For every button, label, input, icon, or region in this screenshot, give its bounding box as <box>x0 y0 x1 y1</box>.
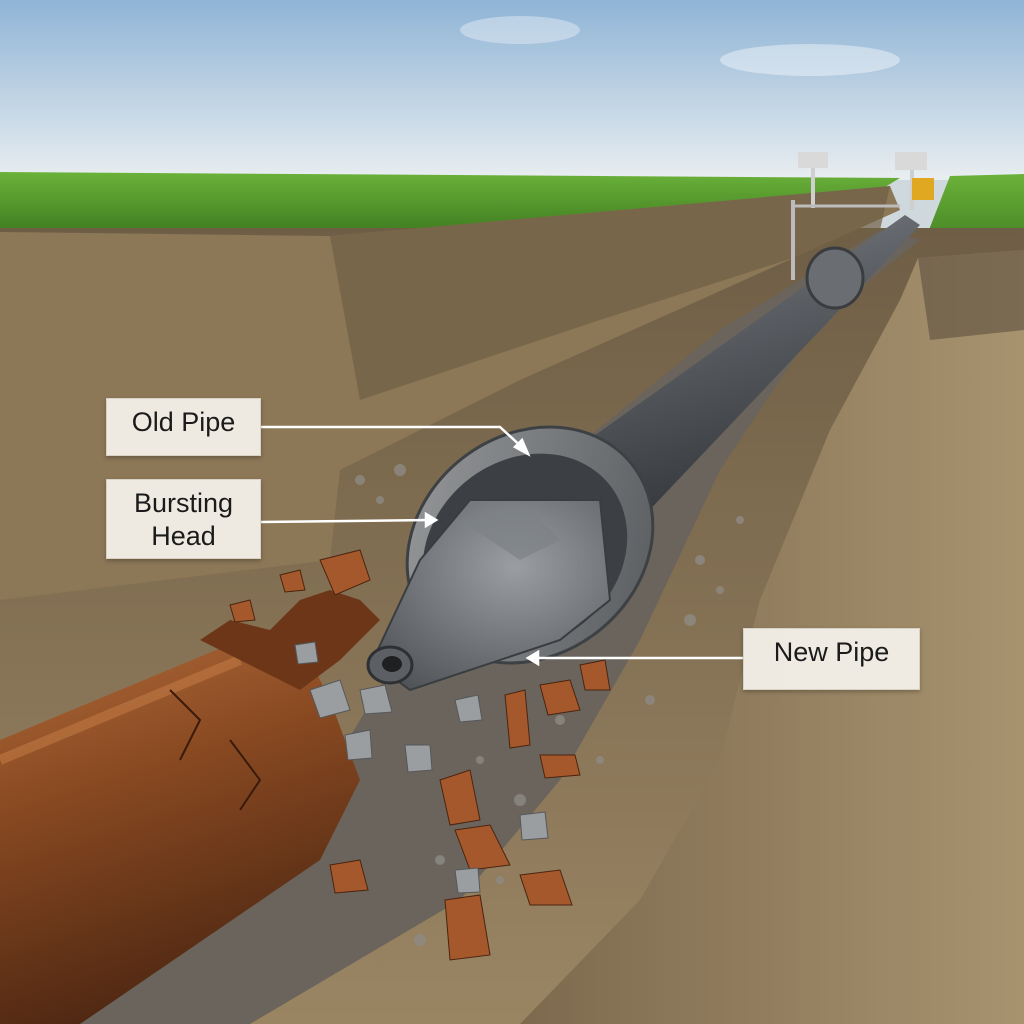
label-new-pipe-text: New Pipe <box>773 637 890 667</box>
label-new-pipe: New Pipe <box>743 628 920 690</box>
leader-old-pipe <box>261 425 526 451</box>
label-old-pipe-text: Old Pipe <box>131 407 236 437</box>
gravel <box>355 464 744 946</box>
old-pipe <box>0 640 360 1024</box>
leader-bursting-head <box>260 518 431 524</box>
label-old-pipe: Old Pipe <box>106 398 261 456</box>
label-bursting-head-line1: Bursting <box>133 488 234 518</box>
label-bursting-head-line2: Head <box>151 521 216 551</box>
rock-fragments <box>294 641 549 894</box>
pipe-fragments <box>229 549 611 961</box>
leader-lines <box>260 425 743 667</box>
pulling-equipment <box>791 152 934 280</box>
sky <box>0 0 1024 180</box>
grass-left <box>0 172 900 236</box>
label-bursting-head: Bursting Head <box>106 479 261 559</box>
